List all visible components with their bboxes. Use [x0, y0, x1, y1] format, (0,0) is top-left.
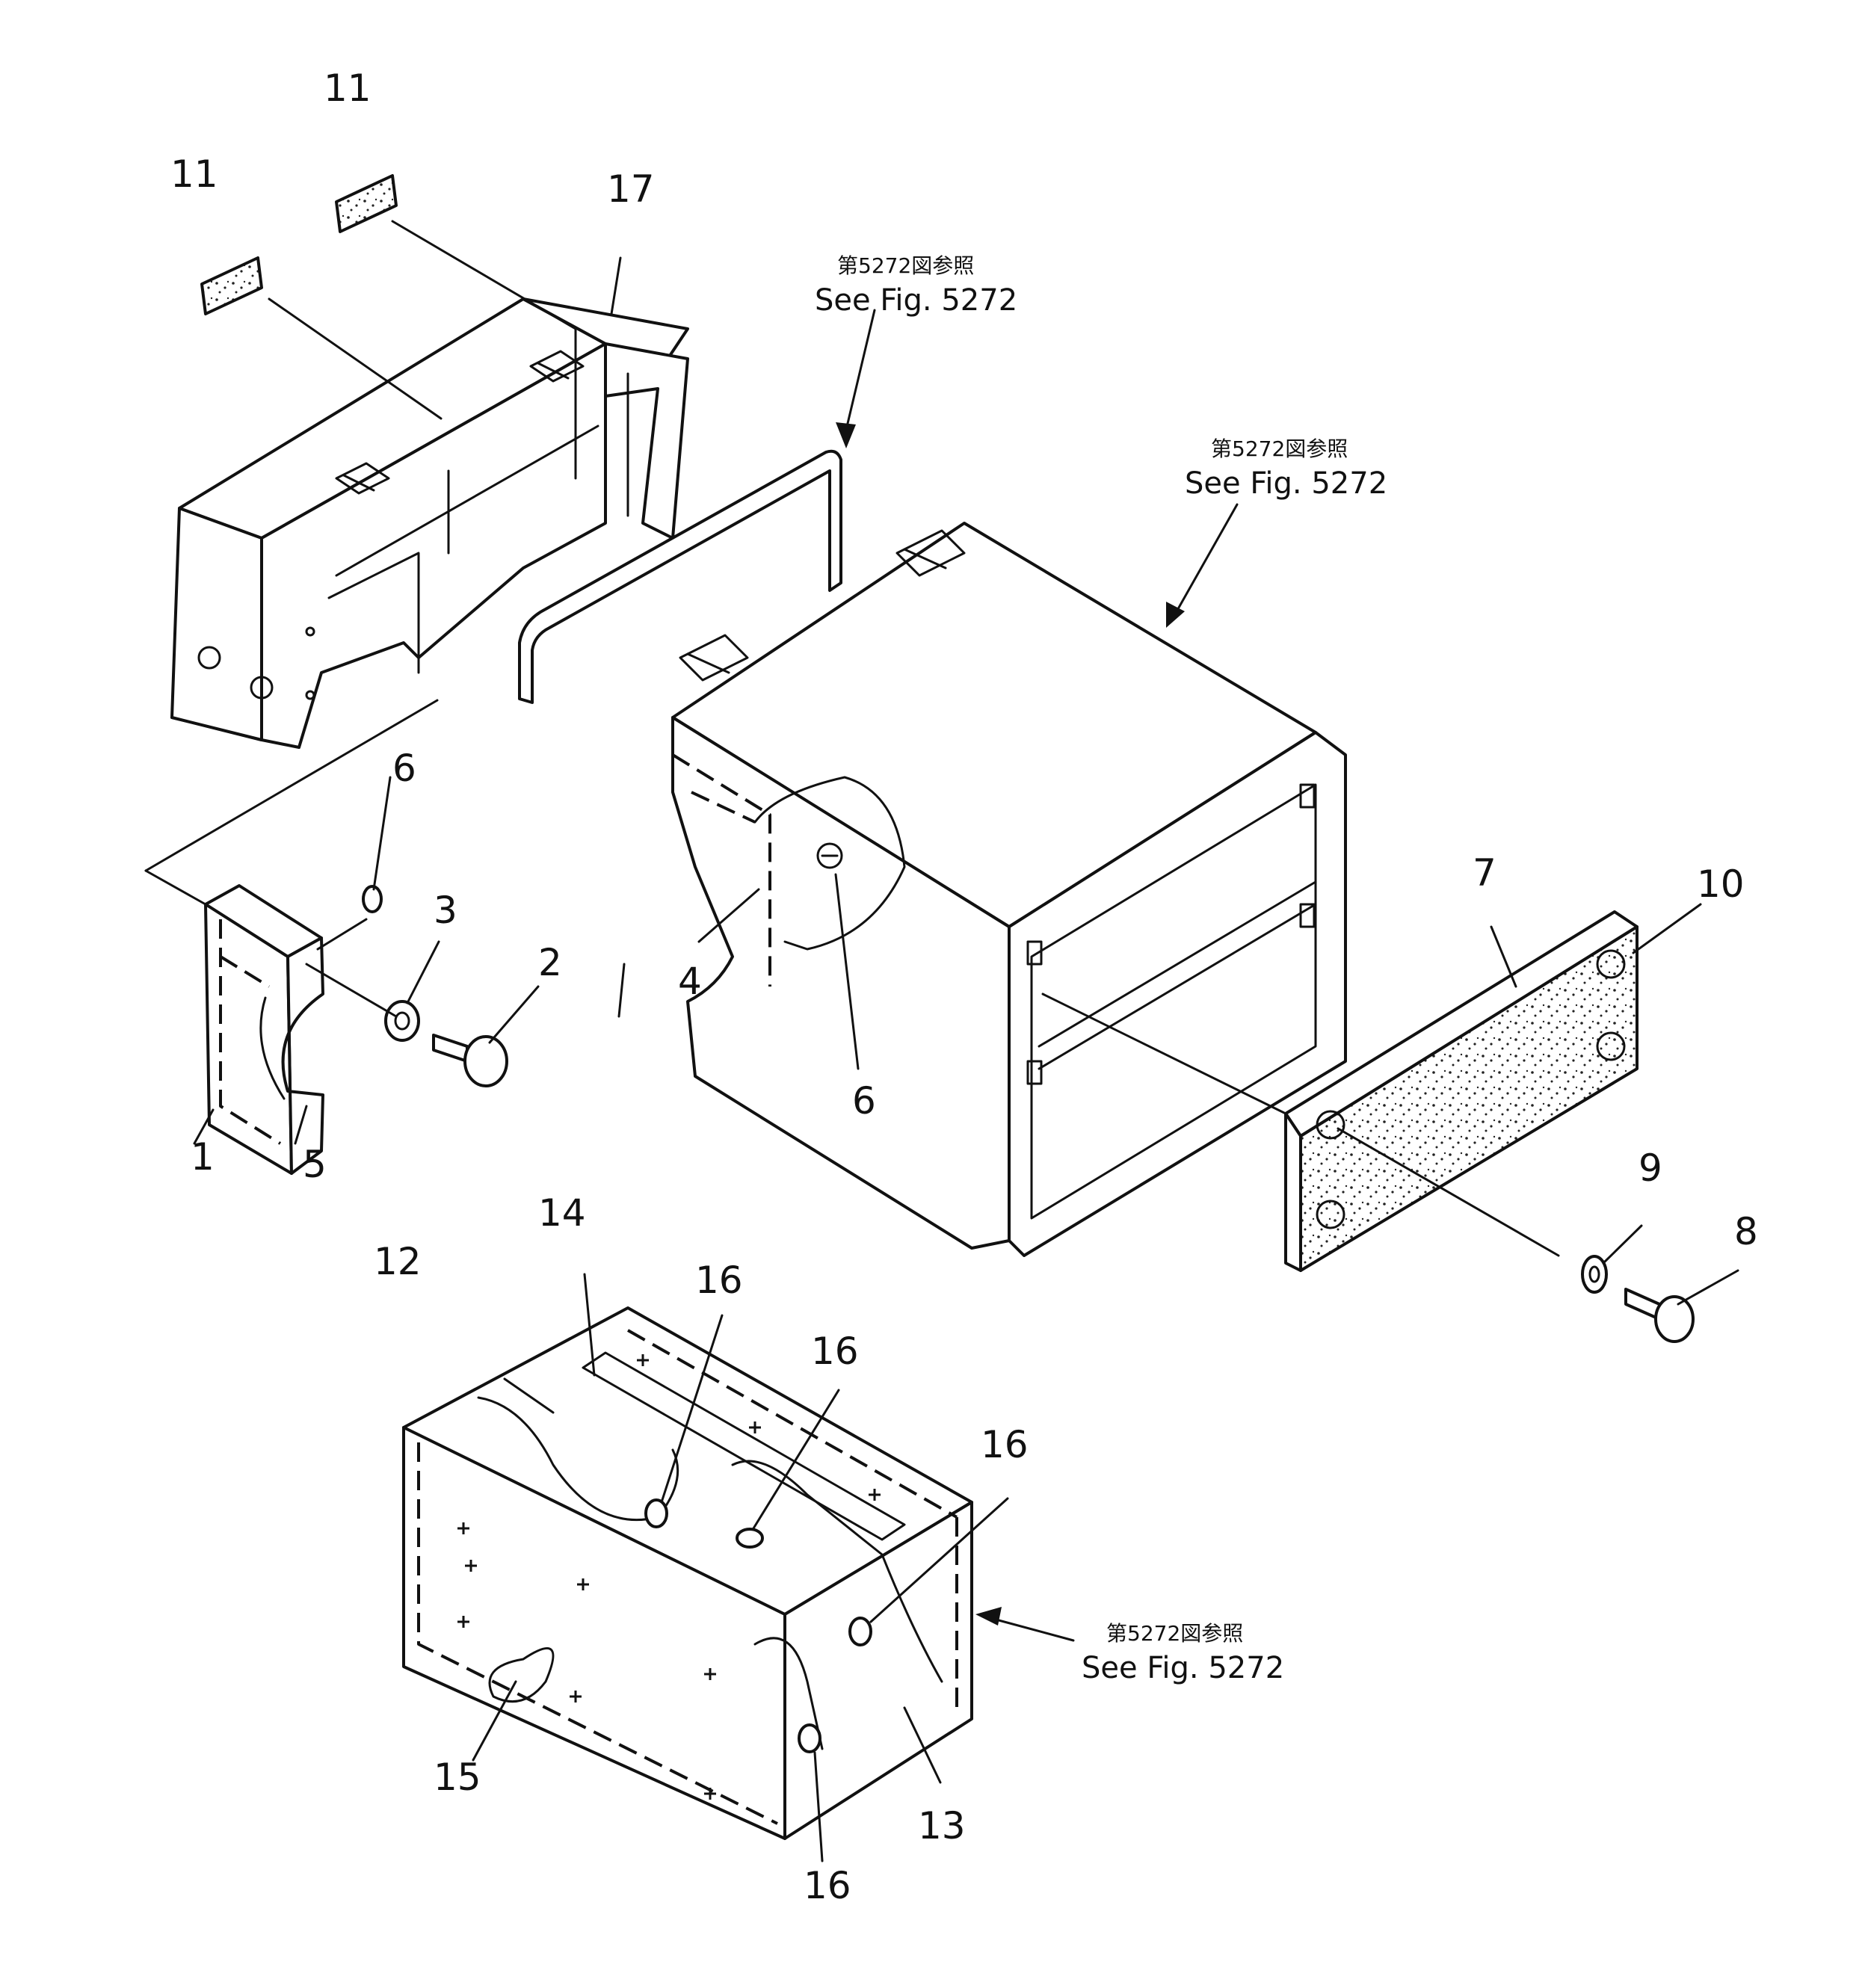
label-11-a: 11	[170, 152, 218, 196]
label-3: 3	[434, 889, 457, 932]
label-16-b: 16	[811, 1330, 859, 1373]
base-box-crosses	[457, 1354, 881, 1800]
washer-16d	[798, 1723, 821, 1753]
label-7: 7	[1473, 851, 1496, 895]
base-box	[402, 1306, 973, 1840]
main-box	[671, 522, 1347, 1257]
housing-cover-17	[170, 297, 689, 749]
label-15: 15	[434, 1756, 481, 1799]
label-14: 14	[538, 1191, 586, 1235]
bracket-1	[204, 884, 324, 1175]
label-16-a: 16	[695, 1259, 743, 1302]
washer-3	[384, 1000, 420, 1042]
washer-16a	[644, 1498, 668, 1528]
washer-6-top	[362, 885, 383, 913]
label-11-b: 11	[324, 67, 372, 110]
leader-lines	[144, 220, 1739, 1862]
label-1: 1	[191, 1135, 215, 1179]
label-5: 5	[303, 1143, 327, 1186]
reference-note-3: 第5272図参照 See Fig. 5272	[1082, 1621, 1284, 1685]
pad-11a	[200, 256, 263, 315]
label-8: 8	[1734, 1210, 1758, 1253]
reference-note-1-jp: 第5272図参照	[837, 253, 974, 278]
label-17: 17	[607, 167, 655, 211]
label-16-d: 16	[804, 1864, 851, 1907]
pad-11b	[335, 174, 398, 233]
washer-16c	[848, 1617, 872, 1646]
washer-16b	[736, 1528, 764, 1549]
reference-note-2: 第5272図参照 See Fig. 5272	[1185, 436, 1387, 501]
reference-note-1-en: See Fig. 5272	[815, 283, 1017, 318]
bolt-2	[432, 1034, 508, 1087]
label-16-c: 16	[981, 1423, 1029, 1466]
part-labels: 11 11 17 6 3 2 1 5 4 6 7 10 9 8 14 12 16…	[170, 67, 1758, 1907]
reference-note-3-en: See Fig. 5272	[1082, 1651, 1284, 1685]
label-6-b: 6	[852, 1079, 876, 1123]
label-6-a: 6	[392, 747, 416, 790]
reference-arrows	[836, 309, 1239, 1642]
reference-note-2-jp: 第5272図参照	[1211, 436, 1348, 461]
bolt-8	[1624, 1288, 1695, 1343]
label-13: 13	[918, 1804, 966, 1847]
reference-note-2-en: See Fig. 5272	[1185, 466, 1387, 501]
label-2: 2	[538, 941, 562, 984]
end-plate-10	[1284, 910, 1639, 1272]
label-9: 9	[1639, 1146, 1662, 1190]
handle-bar	[518, 449, 842, 704]
reference-note-3-jp: 第5272図参照	[1106, 1621, 1243, 1646]
reference-note-1: 第5272図参照 See Fig. 5272	[815, 253, 1017, 318]
label-10: 10	[1697, 862, 1745, 906]
washer-9	[1581, 1255, 1608, 1294]
label-4: 4	[678, 960, 702, 1003]
label-12: 12	[374, 1240, 422, 1283]
